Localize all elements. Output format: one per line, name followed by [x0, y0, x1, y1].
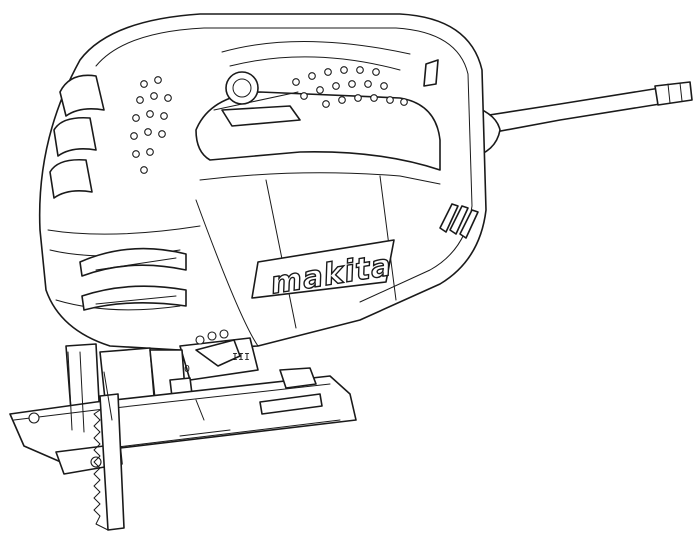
lock-button — [225, 71, 259, 105]
saw-blade — [93, 393, 125, 531]
blade-guard — [67, 351, 113, 433]
orbit-mark-3: III — [232, 352, 250, 363]
speed-dial — [79, 247, 187, 311]
power-cord — [465, 81, 693, 159]
switch-trigger — [221, 105, 301, 127]
side-vents — [439, 203, 479, 239]
orbital-lever: 0 III — [179, 329, 259, 381]
front-grip-dots — [130, 76, 172, 174]
orbit-mark-0: 0 — [184, 364, 190, 375]
front-nose — [47, 74, 201, 311]
top-vents — [292, 59, 439, 108]
